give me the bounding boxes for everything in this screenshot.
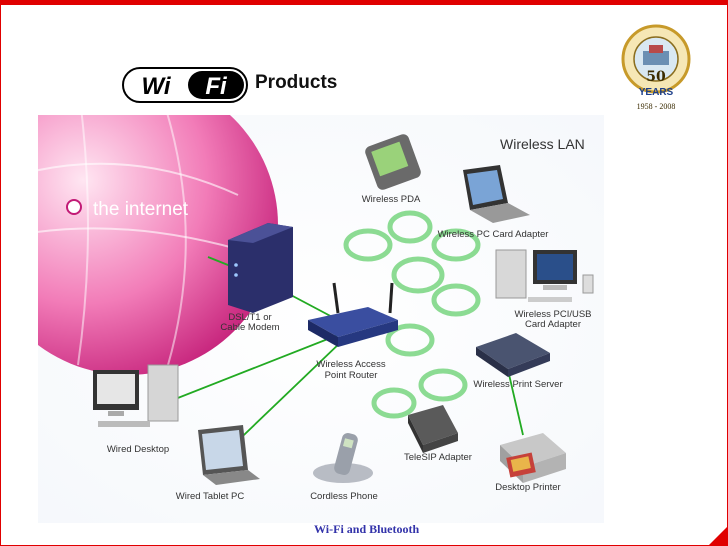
- modem-label-line2: Cable Modem: [220, 322, 279, 333]
- desktop-label: Wired Desktop: [107, 444, 169, 455]
- telesip-label: TeleSIP Adapter: [404, 452, 472, 463]
- pda-label: Wireless PDA: [362, 194, 421, 205]
- wifi-logo: Wi Fi: [122, 67, 248, 103]
- svg-text:1958 - 2008: 1958 - 2008: [637, 102, 676, 111]
- page-title: Products: [255, 72, 338, 93]
- svg-text:Wi: Wi: [141, 73, 171, 100]
- footer-text: Wi-Fi and Bluetooth: [314, 522, 420, 536]
- svg-text:YEARS: YEARS: [639, 87, 674, 98]
- diagram-heading: Wireless LAN: [500, 136, 585, 152]
- laptop-icon: [463, 165, 530, 223]
- desktop-wireless-icon: [495, 249, 594, 302]
- cable-modem-icon: [228, 223, 293, 313]
- top-border-bar: [1, 1, 727, 5]
- print-server-label: Wireless Print Server: [473, 379, 562, 390]
- tablet-label: Wired Tablet PC: [176, 491, 245, 502]
- cordless-phone-icon: [313, 432, 373, 483]
- modem-label-line1: DSL/T1 or: [228, 312, 271, 323]
- wireless-lan-diagram: the internet Wireless LAN: [38, 115, 604, 523]
- printer-label: Desktop Printer: [495, 482, 560, 493]
- wireless-router-icon: [308, 282, 398, 347]
- radio-waves: [343, 210, 481, 419]
- anniversary-seal-logo: 50 YEARS 1958 - 2008: [621, 24, 691, 111]
- svg-text:50: 50: [646, 69, 666, 85]
- pda-icon: [365, 134, 421, 190]
- corner-triangle: [709, 527, 727, 545]
- internet-label: the internet: [93, 199, 189, 220]
- tablet-pc-icon: [198, 425, 260, 485]
- internet-bullet-icon: [66, 199, 82, 215]
- pci-usb-label-line2: Card Adapter: [525, 319, 581, 330]
- phone-label: Cordless Phone: [310, 491, 378, 502]
- pc-card-label: Wireless PC Card Adapter: [438, 229, 549, 240]
- printer-icon: [500, 433, 566, 483]
- telesip-adapter-icon: [408, 405, 458, 453]
- wired-desktop-icon: [93, 364, 179, 427]
- router-label-line2: Point Router: [325, 370, 378, 381]
- internet-globe: [38, 115, 278, 375]
- pci-usb-label-line1: Wireless PCI/USB: [514, 309, 591, 320]
- desktop-link: [159, 334, 339, 406]
- print-server-icon: [476, 333, 550, 377]
- printer-link: [507, 369, 524, 436]
- router-label-line1: Wireless Access: [316, 359, 385, 370]
- svg-text:Fi: Fi: [205, 73, 228, 100]
